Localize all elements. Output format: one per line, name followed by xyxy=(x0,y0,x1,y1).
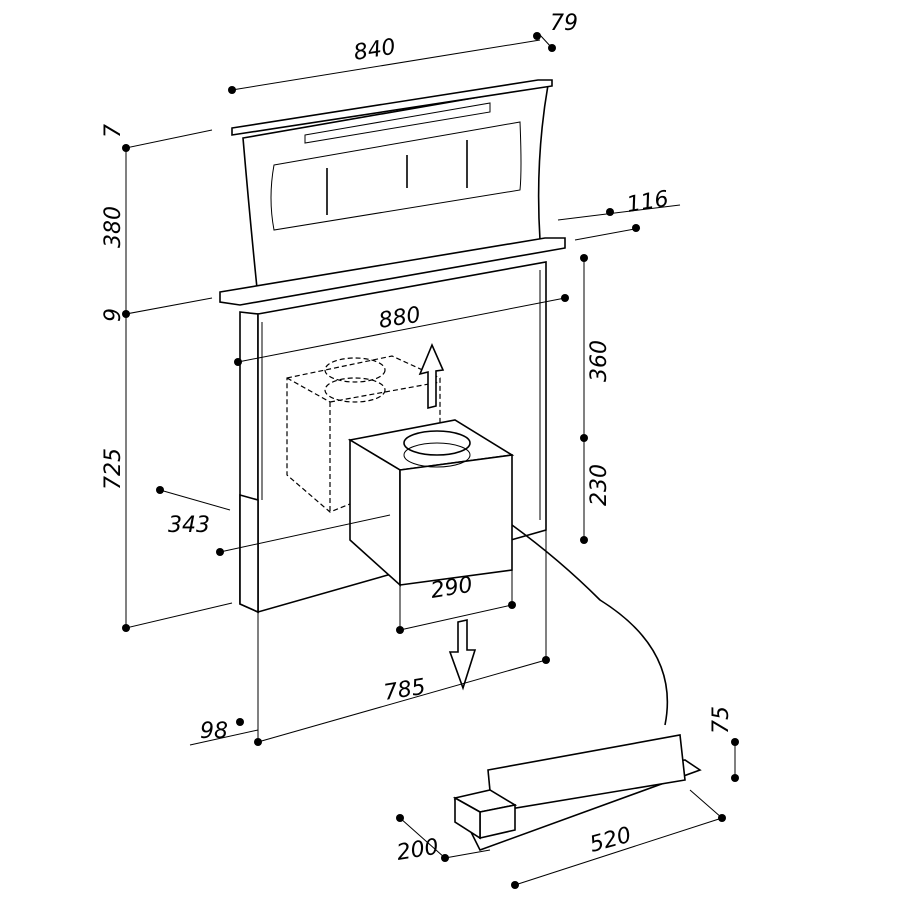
dim-520: 520 xyxy=(587,823,634,858)
dimension-labels: 840 79 7 380 116 9 880 360 725 230 343 2… xyxy=(101,11,734,866)
dimension-lines xyxy=(125,34,736,886)
dimension-dots xyxy=(122,32,739,889)
airflow-up-arrow xyxy=(418,342,445,410)
base-plate xyxy=(219,237,566,306)
dim-290: 290 xyxy=(429,573,474,604)
dim-79: 79 xyxy=(550,11,578,36)
dim-75: 75 xyxy=(709,706,734,734)
dim-7: 7 xyxy=(101,124,126,138)
dim-9: 9 xyxy=(101,308,126,322)
dim-343: 343 xyxy=(168,513,210,538)
dim-116: 116 xyxy=(625,187,670,218)
dim-98: 98 xyxy=(200,719,228,744)
dim-785: 785 xyxy=(382,675,427,706)
dim-840: 840 xyxy=(352,35,397,66)
dim-725: 725 xyxy=(101,448,126,490)
airflow-down-arrow xyxy=(448,619,477,691)
dim-380: 380 xyxy=(101,206,126,248)
dim-200: 200 xyxy=(395,835,440,866)
cable xyxy=(511,524,669,726)
alternate-motor-outline xyxy=(286,355,441,513)
dim-360: 360 xyxy=(587,340,612,382)
motor-unit xyxy=(347,419,515,587)
dim-230: 230 xyxy=(587,464,612,506)
remote-motor-unit xyxy=(452,734,702,851)
